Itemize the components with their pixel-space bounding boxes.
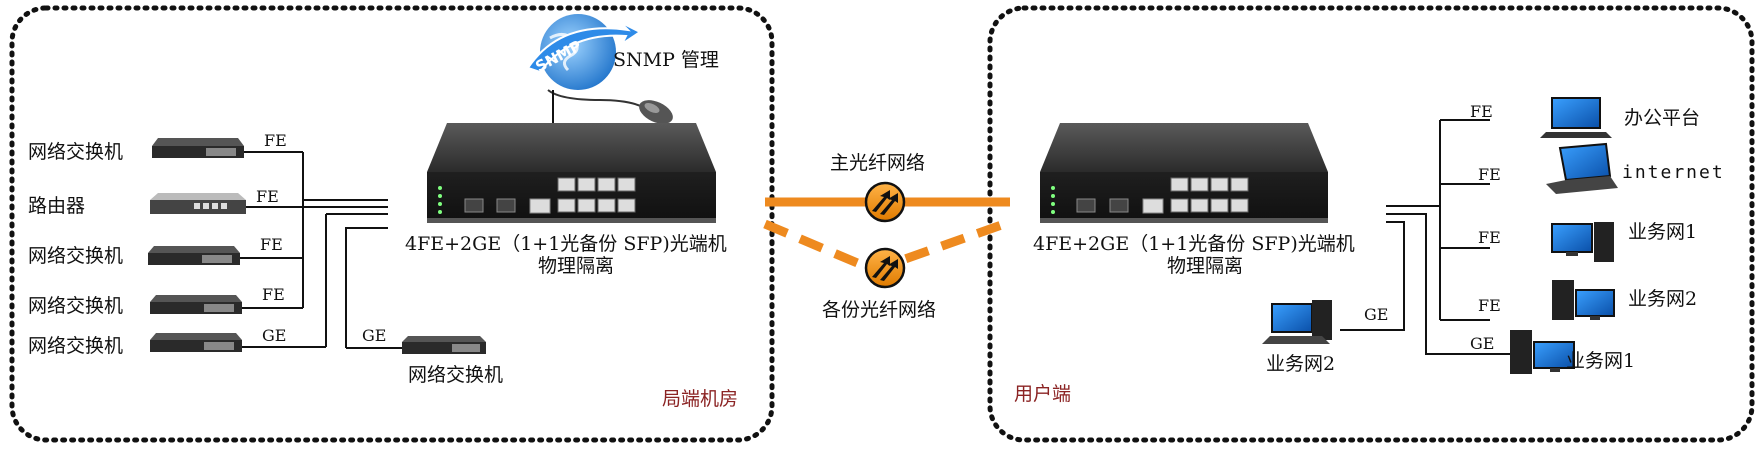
snmp-globe-icon: SNMP: [526, 14, 642, 90]
right-device-label-2: internet: [1622, 162, 1725, 183]
snmp-label: SNMP 管理: [613, 49, 719, 71]
ge-bottom-device-label: 业务网1: [1566, 350, 1635, 372]
laptop-icon: [1546, 142, 1618, 194]
desktop-pc-icon: [1510, 330, 1575, 374]
central-fiber-converter: [427, 123, 716, 223]
network-switch-icon: [148, 246, 240, 265]
backup-link-label: 各份光纤网络: [822, 299, 936, 321]
central-site-border: [9, 5, 775, 443]
left-device-label-1: 网络交换机: [28, 141, 123, 163]
user-fiber-converter: [1040, 123, 1328, 223]
ge-bottom-port-label: GE: [1470, 334, 1494, 353]
router-icon: [150, 193, 246, 214]
left-port-label-5: GE: [262, 326, 286, 345]
mouse-icon: [547, 89, 673, 124]
primary-link-label: 主光纤网络: [830, 152, 925, 174]
left-port-label-4: FE: [262, 285, 285, 304]
bottom-device-label: 网络交换机: [408, 364, 503, 386]
user-converter-label: 4FE+2GE（1+1光备份 SFP)光端机: [1033, 233, 1355, 255]
left-port-label-2: FE: [256, 187, 279, 206]
user-site-border: [987, 5, 1755, 443]
right-port-label-3: FE: [1478, 228, 1501, 247]
left-device-label-3: 网络交换机: [28, 245, 123, 267]
right-device-label-3: 业务网1: [1628, 221, 1697, 243]
left-device-label-2: 路由器: [28, 195, 85, 217]
bottom-port-label: GE: [362, 326, 386, 345]
desktop-pc-icon: [1552, 280, 1615, 320]
central-converter-sublabel: 物理隔离: [538, 255, 614, 277]
fiber-badge-icon: [864, 181, 906, 223]
right-port-label-4: FE: [1478, 296, 1501, 315]
network-switch-icon: [150, 295, 242, 314]
central-site-label: 局端机房: [662, 388, 738, 410]
network-switch-icon: [152, 138, 244, 158]
network-switch-icon: [402, 336, 486, 354]
central-converter-label: 4FE+2GE（1+1光备份 SFP)光端机: [405, 233, 727, 255]
network-switch-icon: [150, 333, 242, 352]
monitor-icon: [1540, 97, 1612, 138]
right-device-list: FE 办公平台 FE internet FE 业务网1 FE 业务网2: [1470, 97, 1725, 320]
user-wiring: [1340, 119, 1512, 355]
desktop-pc-icon: [1551, 222, 1614, 262]
user-site-label: 用户端: [1014, 383, 1071, 405]
left-device-list: 网络交换机 FE 路由器 FE 网络交换机 FE 网络交换机 FE: [28, 131, 388, 357]
left-device-label-4: 网络交换机: [28, 295, 123, 317]
left-port-label-3: FE: [260, 235, 283, 254]
right-port-label-1: FE: [1470, 102, 1493, 121]
desktop-pc-icon: [1262, 300, 1332, 344]
right-port-label-2: FE: [1478, 165, 1501, 184]
right-device-label-4: 业务网2: [1628, 288, 1697, 310]
ge-left-device-label: 业务网2: [1266, 353, 1335, 375]
fiber-badge-icon: [864, 247, 906, 289]
left-device-label-5: 网络交换机: [28, 335, 123, 357]
ge-left-port-label: GE: [1364, 305, 1388, 324]
right-device-label-1: 办公平台: [1624, 107, 1700, 129]
user-converter-sublabel: 物理隔离: [1167, 255, 1243, 277]
central-wiring: [302, 152, 404, 349]
left-port-label-1: FE: [264, 131, 287, 150]
